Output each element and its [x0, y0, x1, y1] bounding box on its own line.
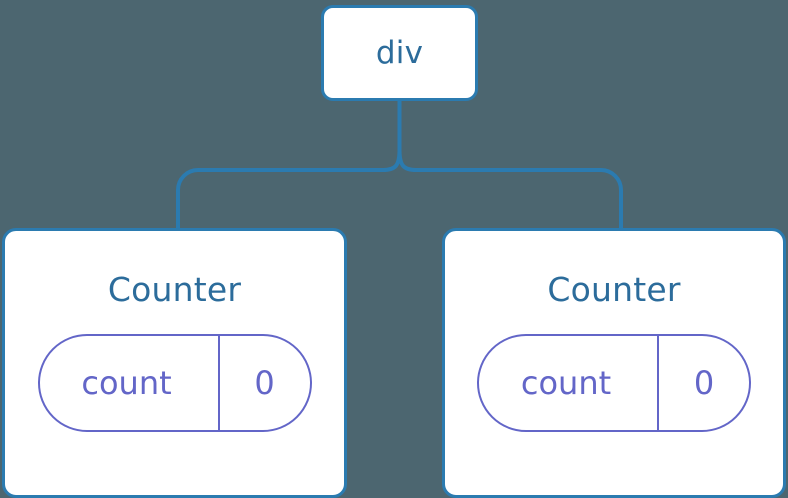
state-pill-left-key: count [81, 364, 172, 402]
connector-branch-left [176, 149, 402, 229]
node-root-div[interactable]: div [321, 5, 478, 101]
connector-branch-right [397, 149, 623, 229]
node-counter-right[interactable]: Counter count 0 [442, 228, 786, 498]
state-pill-right-key: count [520, 364, 612, 402]
node-counter-left-label: Counter [107, 270, 242, 309]
state-pill-right-value: 0 [657, 336, 749, 430]
node-counter-right-label: Counter [547, 270, 681, 309]
state-pill-left[interactable]: count 0 [37, 334, 312, 432]
node-counter-left[interactable]: Counter count 0 [2, 228, 347, 498]
state-pill-left-value: 0 [217, 336, 310, 430]
state-pill-right[interactable]: count 0 [477, 334, 751, 432]
node-root-label: div [375, 34, 424, 71]
